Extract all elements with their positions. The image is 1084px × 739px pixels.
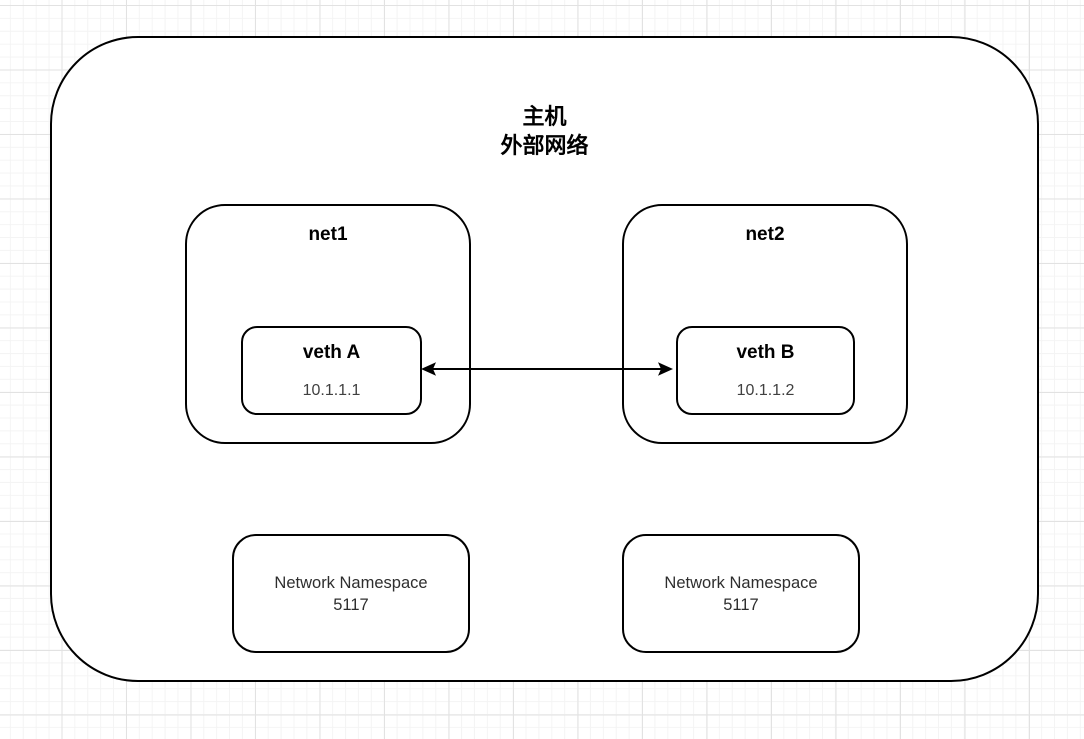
host-title: 主机 外部网络 bbox=[52, 102, 1037, 160]
namespace-left-line2: 5117 bbox=[333, 595, 369, 614]
veth-a-box[interactable]: veth A 10.1.1.1 bbox=[241, 326, 422, 415]
namespace-right-line1: Network Namespace bbox=[664, 573, 818, 592]
namespace-box-left[interactable]: Network Namespace 5117 bbox=[232, 534, 470, 653]
net2-label: net2 bbox=[745, 224, 785, 245]
veth-a-ip: 10.1.1.1 bbox=[302, 381, 361, 399]
veth-a-name: veth A bbox=[302, 341, 361, 363]
arrowhead-right-icon bbox=[658, 362, 673, 376]
veth-link-arrow[interactable] bbox=[420, 359, 674, 379]
veth-b-ip: 10.1.1.2 bbox=[736, 381, 795, 399]
host-title-line2: 外部网络 bbox=[500, 133, 589, 158]
namespace-left-line1: Network Namespace bbox=[274, 573, 428, 592]
veth-b-box[interactable]: veth B 10.1.1.2 bbox=[676, 326, 855, 415]
net1-label: net1 bbox=[308, 224, 348, 245]
host-box[interactable]: 主机 外部网络 net1 veth A 10.1.1.1 net2 veth B… bbox=[50, 36, 1039, 682]
host-title-line1: 主机 bbox=[522, 104, 567, 129]
namespace-box-right[interactable]: Network Namespace 5117 bbox=[622, 534, 860, 653]
arrowhead-left-icon bbox=[421, 362, 436, 376]
namespace-right-line2: 5117 bbox=[723, 595, 759, 614]
net2-box[interactable]: net2 veth B 10.1.1.2 bbox=[622, 204, 908, 444]
net1-box[interactable]: net1 veth A 10.1.1.1 bbox=[185, 204, 471, 444]
veth-b-name: veth B bbox=[736, 341, 795, 363]
